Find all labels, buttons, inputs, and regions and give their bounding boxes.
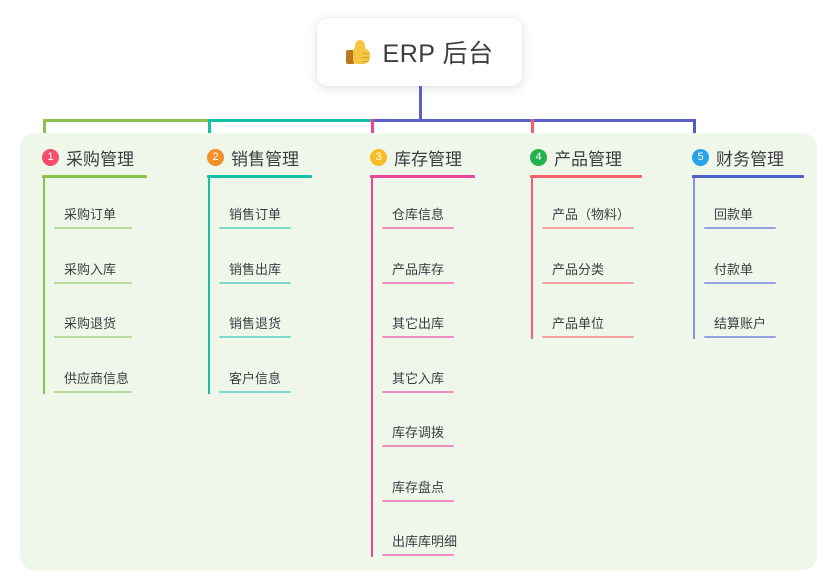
branch-item-rule: [704, 281, 776, 284]
branch-item-rule: [542, 281, 634, 284]
column-number-badge: 5: [692, 149, 709, 166]
branch-item-rule: [382, 445, 454, 447]
branch-item-label: 其它出库: [392, 316, 445, 331]
branch-item[interactable]: 产品分类: [542, 259, 634, 284]
branch-item-label: 库存调拨: [392, 425, 445, 440]
branch-item-rule: [382, 499, 454, 502]
branch-item-rule: [704, 336, 776, 338]
column-spine: [693, 178, 695, 339]
branch-item-rule: [542, 336, 634, 338]
branch-item[interactable]: 销售出库: [219, 259, 291, 284]
branch-item-label: 回款单: [714, 207, 754, 222]
branch-item[interactable]: 出库库明细: [382, 531, 461, 556]
column-number-badge: 3: [370, 149, 387, 166]
branch-item-rule: [542, 227, 634, 229]
branch-item[interactable]: 采购入库: [54, 259, 132, 284]
trunk-line: [419, 86, 422, 121]
branch-item[interactable]: 产品库存: [382, 259, 454, 284]
branch-item-label: 产品单位: [552, 316, 605, 331]
bus-segment-2: [208, 119, 374, 122]
branch-item-label: 产品（物料）: [552, 207, 631, 222]
branch-item[interactable]: 客户信息: [219, 368, 291, 393]
branch-item-rule: [382, 336, 454, 338]
column-header-rule: [42, 175, 147, 178]
branch-item-rule: [382, 554, 454, 556]
column-header-rule: [370, 175, 475, 178]
branch-item-rule: [54, 227, 132, 229]
branch-item[interactable]: 仓库信息: [382, 204, 454, 229]
column-header-销售管理[interactable]: 2 销售管理: [207, 145, 299, 170]
branch-item-label: 出库库明细: [392, 534, 458, 549]
branch-item[interactable]: 产品（物料）: [542, 204, 634, 229]
column-title: 产品管理: [554, 150, 622, 169]
branches-panel: [20, 133, 817, 570]
branch-item-rule: [704, 227, 776, 229]
column-header-库存管理[interactable]: 3 库存管理: [370, 145, 462, 170]
column-number-badge: 1: [42, 149, 59, 166]
column-spine: [208, 178, 210, 394]
branch-item-rule: [382, 390, 454, 393]
branch-item-rule: [219, 227, 291, 229]
column-spine: [531, 178, 533, 339]
column-title: 库存管理: [394, 150, 462, 169]
column-title: 销售管理: [231, 150, 299, 169]
root-node-title: ERP 后台: [382, 40, 494, 68]
column-spine: [43, 178, 45, 394]
branch-item[interactable]: 库存盘点: [382, 477, 454, 502]
column-number-badge: 4: [530, 149, 547, 166]
branch-item-rule: [219, 390, 291, 393]
branch-item-rule: [54, 390, 132, 393]
column-title: 采购管理: [66, 150, 134, 169]
branch-item-label: 产品分类: [552, 261, 605, 277]
branch-item[interactable]: 销售订单: [219, 204, 291, 229]
branch-item-label: 仓库信息: [392, 207, 445, 222]
branch-item-label: 结算账户: [714, 316, 767, 331]
branch-item-label: 供应商信息: [64, 370, 130, 386]
branch-item[interactable]: 产品单位: [542, 313, 634, 338]
branch-item[interactable]: 供应商信息: [54, 368, 133, 393]
column-header-产品管理[interactable]: 4 产品管理: [530, 145, 622, 170]
branch-item-label: 其它入库: [392, 370, 445, 386]
branch-item-label: 销售出库: [229, 261, 282, 277]
branch-item-label: 采购入库: [64, 261, 117, 277]
branch-item-label: 客户信息: [229, 370, 282, 386]
branch-item-rule: [54, 281, 132, 284]
branch-item[interactable]: 结算账户: [704, 313, 776, 338]
column-header-财务管理[interactable]: 5 财务管理: [692, 145, 784, 170]
thumbs-up-icon: [345, 39, 373, 66]
branch-item-rule: [382, 281, 454, 284]
column-title: 财务管理: [716, 150, 784, 169]
root-node-card[interactable]: ERP 后台: [317, 18, 522, 86]
branch-item[interactable]: 付款单: [704, 259, 776, 284]
branch-item-label: 库存盘点: [392, 479, 445, 495]
column-header-rule: [207, 175, 312, 178]
column-spine: [371, 178, 373, 557]
root-node-content: ERP 后台: [345, 34, 494, 70]
branch-item-label: 销售订单: [229, 207, 282, 222]
branch-item-rule: [382, 227, 454, 229]
branch-item[interactable]: 其它出库: [382, 313, 454, 338]
branch-item-label: 销售退货: [229, 316, 282, 331]
branch-item[interactable]: 回款单: [704, 204, 776, 229]
column-header-rule: [530, 175, 642, 178]
bus-segment-1: [43, 119, 211, 122]
branch-item[interactable]: 采购退货: [54, 313, 132, 338]
branch-item[interactable]: 其它入库: [382, 368, 454, 393]
branch-item-label: 采购退货: [64, 316, 117, 331]
branch-item[interactable]: 销售退货: [219, 313, 291, 338]
column-number-badge: 2: [207, 149, 224, 166]
column-header-采购管理[interactable]: 1 采购管理: [42, 145, 134, 170]
branch-item[interactable]: 采购订单: [54, 204, 132, 229]
branch-item-rule: [54, 336, 132, 338]
branch-item-label: 产品库存: [392, 261, 445, 277]
branch-item-rule: [219, 281, 291, 284]
branch-item-label: 采购订单: [64, 207, 117, 222]
branch-item-rule: [219, 336, 291, 338]
column-header-rule: [692, 175, 804, 178]
branch-item-label: 付款单: [714, 261, 754, 277]
branch-item[interactable]: 库存调拨: [382, 422, 454, 447]
